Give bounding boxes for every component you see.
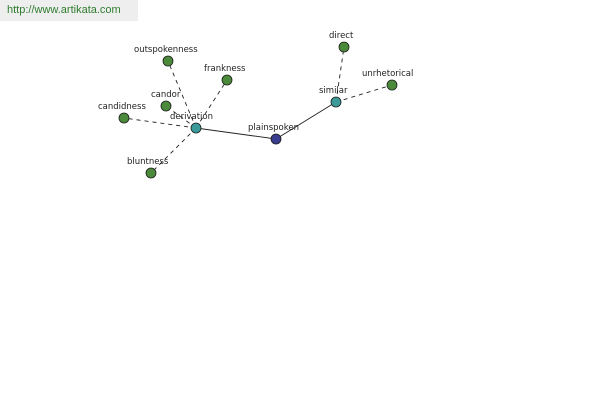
node-circle-unrhetorical[interactable] bbox=[386, 79, 398, 91]
edge-derivation-bluntness bbox=[150, 127, 197, 174]
node-circle-similar[interactable] bbox=[330, 96, 342, 108]
node-circle-candor[interactable] bbox=[160, 100, 172, 112]
node-label-candor[interactable]: candor bbox=[151, 90, 181, 100]
node-direct[interactable]: direct bbox=[329, 31, 354, 53]
node-label-frankness[interactable]: frankness bbox=[204, 64, 246, 74]
node-label-direct[interactable]: direct bbox=[329, 31, 354, 41]
node-candor[interactable]: candor bbox=[151, 90, 181, 112]
node-circle-candidness[interactable] bbox=[118, 112, 130, 124]
edge-derivation-candor bbox=[165, 105, 197, 129]
node-label-plainspoken[interactable]: plainspoken bbox=[248, 123, 299, 133]
edge-similar-unrhetorical bbox=[335, 84, 393, 103]
node-unrhetorical[interactable]: unrhetorical bbox=[362, 69, 413, 91]
node-circle-derivation[interactable] bbox=[190, 122, 202, 134]
graph-edges bbox=[123, 46, 393, 174]
node-circle-outspokenness[interactable] bbox=[162, 55, 174, 67]
node-circle-plainspoken[interactable] bbox=[270, 133, 282, 145]
node-label-candidness[interactable]: candidness bbox=[98, 102, 146, 112]
site-url-link[interactable]: http://www.artikata.com bbox=[7, 4, 121, 16]
node-label-outspokenness[interactable]: outspokenness bbox=[134, 45, 198, 55]
edge-plainspoken-derivation bbox=[195, 127, 277, 140]
node-label-derivation[interactable]: derivation bbox=[170, 112, 213, 122]
edge-plainspoken-similar bbox=[275, 101, 337, 140]
node-derivation[interactable]: derivation bbox=[170, 112, 213, 134]
node-circle-direct[interactable] bbox=[338, 41, 350, 53]
node-circle-frankness[interactable] bbox=[221, 74, 233, 86]
node-candidness[interactable]: candidness bbox=[98, 102, 146, 124]
node-similar[interactable]: similar bbox=[319, 86, 348, 108]
url-bar: http://www.artikata.com bbox=[0, 0, 138, 21]
graph-nodes: plainspoken derivation similar outspokennes… bbox=[98, 31, 413, 179]
node-frankness[interactable]: frankness bbox=[204, 64, 246, 86]
node-circle-bluntness[interactable] bbox=[145, 167, 157, 179]
node-outspokenness[interactable]: outspokenness bbox=[134, 45, 198, 67]
node-label-bluntness[interactable]: bluntness bbox=[127, 157, 169, 167]
edge-derivation-frankness bbox=[195, 79, 228, 129]
node-label-similar[interactable]: similar bbox=[319, 86, 348, 96]
node-bluntness[interactable]: bluntness bbox=[127, 157, 169, 179]
node-plainspoken[interactable]: plainspoken bbox=[248, 123, 299, 145]
edge-similar-direct bbox=[335, 46, 345, 103]
node-label-unrhetorical[interactable]: unrhetorical bbox=[362, 69, 413, 79]
